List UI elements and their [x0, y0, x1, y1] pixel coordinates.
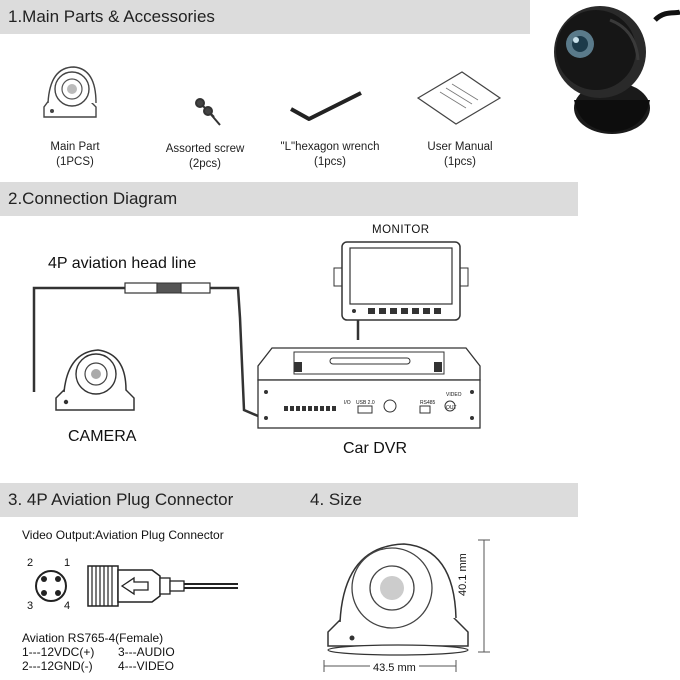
aviation-line-label: 4P aviation head line [48, 255, 197, 272]
product-photo [554, 6, 680, 134]
pin-row-1-b: 3---AUDIO [118, 645, 175, 659]
pin-label-2: 2 [27, 557, 34, 569]
pin-row-2-b: 4---VIDEO [118, 659, 175, 673]
accessory-manual: User Manual (1pcs) [427, 141, 493, 168]
camera-label: CAMERA [68, 428, 137, 445]
section-header-connection: 2.Connection Diagram [0, 182, 578, 216]
dvr-usb-label: USB 2.0 [356, 400, 375, 406]
section-header-plug: 3. 4P Aviation Plug Connector [0, 483, 300, 517]
section-title: 3. 4P Aviation Plug Connector [8, 490, 234, 509]
section-title: 1.Main Parts & Accessories [8, 7, 215, 26]
section-title: 4. Size [310, 490, 362, 509]
dvr-io-label: I/O [344, 400, 351, 406]
camera-diagram-icon [55, 349, 135, 411]
section-header-parts: 1.Main Parts & Accessories [0, 0, 530, 34]
size-height-label: 40.1 mm [457, 553, 469, 596]
size-camera-icon [327, 543, 469, 656]
dvr-video-out-label: VIDEO OUT [446, 392, 462, 411]
plug-model: Aviation RS765-4(Female) [22, 631, 164, 645]
pin-label-4: 4 [64, 600, 71, 612]
screw-icon [195, 98, 221, 126]
camera-dome-icon [43, 66, 97, 118]
plug-connector-icon [87, 565, 238, 607]
monitor-label: MONITOR [372, 224, 430, 236]
monitor-icon [333, 241, 469, 321]
plug-title: Video Output:Aviation Plug Connector [22, 528, 224, 542]
hex-wrench-icon [290, 91, 362, 121]
size-width-label: 43.5 mm [370, 662, 419, 675]
car-dvr-icon [257, 347, 481, 429]
manual-icon [416, 71, 502, 125]
plug-face-icon [35, 570, 67, 602]
pin-row-1-a: 1---12VDC(+) [22, 645, 95, 659]
section-header-size: 4. Size [300, 483, 578, 517]
accessory-screw: Assorted screw (2pcs) [165, 143, 245, 170]
accessory-main-part: Main Part (1PCS) [50, 141, 100, 168]
section-title: 2.Connection Diagram [8, 189, 178, 208]
dvr-rs485-label: RS485 [420, 400, 436, 406]
pin-label-3: 3 [27, 600, 34, 612]
pin-row-2-a: 2---12GND(-) [22, 659, 93, 673]
dvr-label: Car DVR [343, 440, 408, 457]
pin-label-1: 1 [64, 557, 71, 569]
accessory-wrench: "L"hexagon wrench (1pcs) [280, 141, 380, 168]
